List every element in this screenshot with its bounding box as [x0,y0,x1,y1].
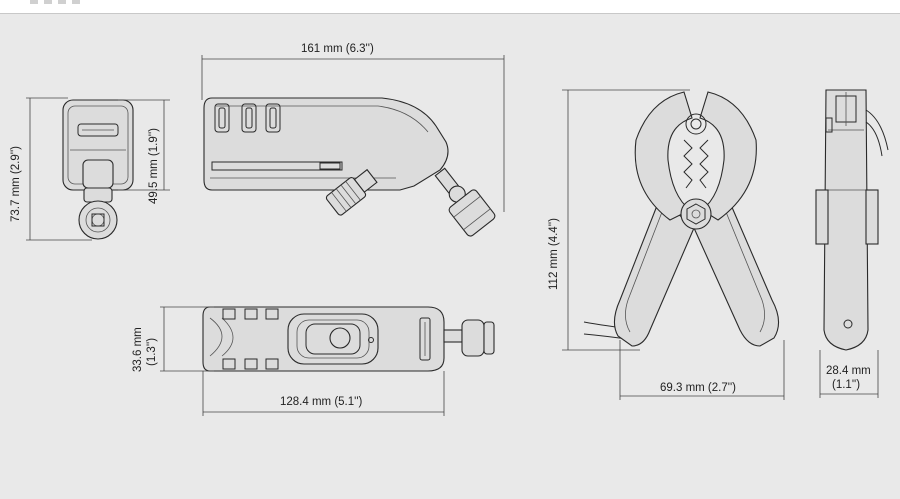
clamp-front-view [583,91,780,347]
clamp-width-dimension: 69.3 mm (2.7'') [619,340,785,400]
clamp-side-mm-label: 28.4 mm [826,365,871,377]
top-view-probe [202,306,495,372]
clamp-side-dimension: 28.4 mm (1.1'') [819,350,879,398]
front-body-height-dimension: 49.5 mm (1.9'') [118,99,170,204]
top-width-dimension: 33.6 mm (1.3'') [132,306,214,372]
front-view-probe [62,99,134,240]
top-width-in-label: (1.3'') [146,338,158,366]
clamp-side-view [815,89,889,351]
front-height-label: 73.7 mm (2.9'') [10,146,22,222]
side-length-label: 161 mm (6.3'') [301,43,374,55]
top-length-label: 128.4 mm (5.1'') [280,396,363,408]
front-height-dimension: 73.7 mm (2.9'') [10,97,92,241]
clamp-height-label: 112 mm (4.4'') [548,218,560,290]
side-view-probe [203,97,496,237]
header-strip [0,0,900,14]
side-length-dimension: 161 mm (6.3'') [201,43,505,212]
clamp-side-in-label: (1.1'') [832,379,860,391]
top-width-mm-label: 33.6 mm [132,327,144,372]
front-body-height-label: 49.5 mm (1.9'') [148,128,160,204]
clamp-height-dimension: 112 mm (4.4'') [548,89,690,351]
clamp-width-label: 69.3 mm (2.7'') [660,382,736,394]
top-length-dimension: 128.4 mm (5.1'') [202,371,445,416]
